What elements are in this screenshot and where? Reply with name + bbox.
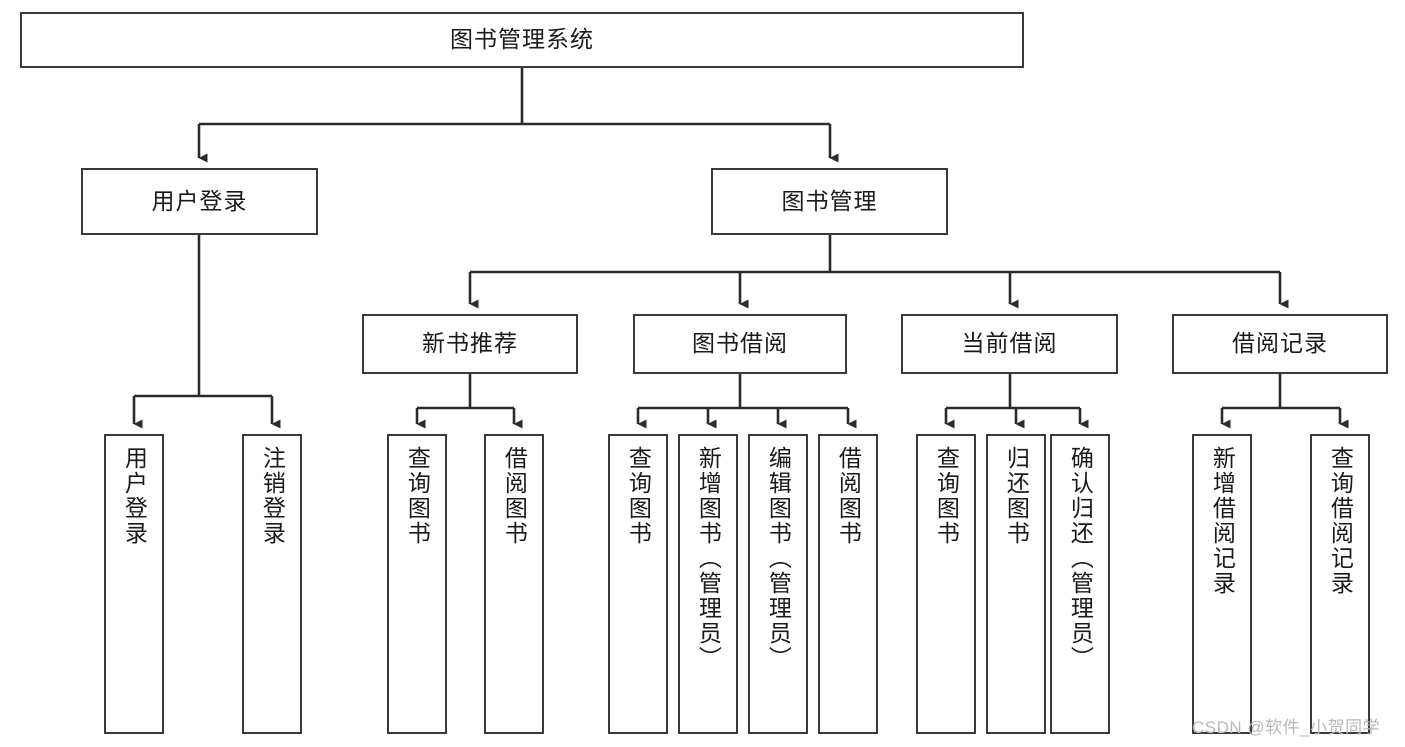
leaf-user-login[interactable]: 用户登录 (104, 434, 164, 734)
csdn-watermark: CSDN @软件_小贺同学 (1192, 718, 1381, 737)
leaf-current-query-book[interactable]: 查询图书 (916, 434, 976, 734)
leaf-borrow-add-book-admin-label: 新增图书（管理员） (695, 446, 722, 671)
leaf-borrow-add-book-admin[interactable]: 新增图书（管理员） (678, 434, 738, 734)
leaf-current-query-book-label: 查询图书 (933, 446, 960, 546)
node-new-book-recommend[interactable]: 新书推荐 (362, 314, 578, 374)
leaf-current-confirm-return-admin-label: 确认归还（管理员） (1067, 446, 1094, 671)
leaf-borrow-edit-book-admin[interactable]: 编辑图书（管理员） (748, 434, 808, 734)
node-book-borrow[interactable]: 图书借阅 (633, 314, 847, 374)
leaf-borrow-query-book[interactable]: 查询图书 (608, 434, 668, 734)
leaf-current-return-book[interactable]: 归还图书 (986, 434, 1046, 734)
node-root[interactable]: 图书管理系统 (20, 12, 1024, 68)
node-book-management-label: 图书管理 (781, 187, 878, 214)
leaf-record-query-record-label: 查询借阅记录 (1327, 446, 1354, 596)
leaf-record-add-record[interactable]: 新增借阅记录 (1192, 434, 1252, 734)
node-book-management[interactable]: 图书管理 (711, 168, 948, 235)
leaf-borrow-edit-book-admin-label: 编辑图书（管理员） (765, 446, 792, 671)
leaf-record-add-record-label: 新增借阅记录 (1209, 446, 1236, 596)
node-borrow-record-label: 借阅记录 (1232, 330, 1328, 357)
leaf-record-query-record[interactable]: 查询借阅记录 (1310, 434, 1370, 734)
node-user-login[interactable]: 用户登录 (81, 168, 318, 235)
leaf-user-login-label: 用户登录 (121, 446, 148, 546)
node-borrow-record[interactable]: 借阅记录 (1172, 314, 1388, 374)
leaf-logout-label: 注销登录 (259, 446, 286, 546)
leaf-current-return-book-label: 归还图书 (1003, 446, 1030, 546)
leaf-newbook-query-book[interactable]: 查询图书 (387, 434, 447, 734)
node-user-login-label: 用户登录 (151, 187, 248, 214)
leaf-borrow-borrow-book-label: 借阅图书 (835, 446, 862, 546)
node-new-book-recommend-label: 新书推荐 (422, 330, 518, 357)
leaf-newbook-query-book-label: 查询图书 (404, 446, 431, 546)
node-current-borrow-label: 当前借阅 (961, 330, 1058, 357)
leaf-current-confirm-return-admin[interactable]: 确认归还（管理员） (1050, 434, 1110, 734)
node-root-label: 图书管理系统 (450, 26, 594, 53)
node-book-borrow-label: 图书借阅 (692, 330, 788, 357)
leaf-borrow-query-book-label: 查询图书 (625, 446, 652, 546)
leaf-newbook-borrow-book-label: 借阅图书 (501, 446, 528, 546)
leaf-logout[interactable]: 注销登录 (242, 434, 302, 734)
leaf-newbook-borrow-book[interactable]: 借阅图书 (484, 434, 544, 734)
node-current-borrow[interactable]: 当前借阅 (901, 314, 1118, 374)
leaf-borrow-borrow-book[interactable]: 借阅图书 (818, 434, 878, 734)
